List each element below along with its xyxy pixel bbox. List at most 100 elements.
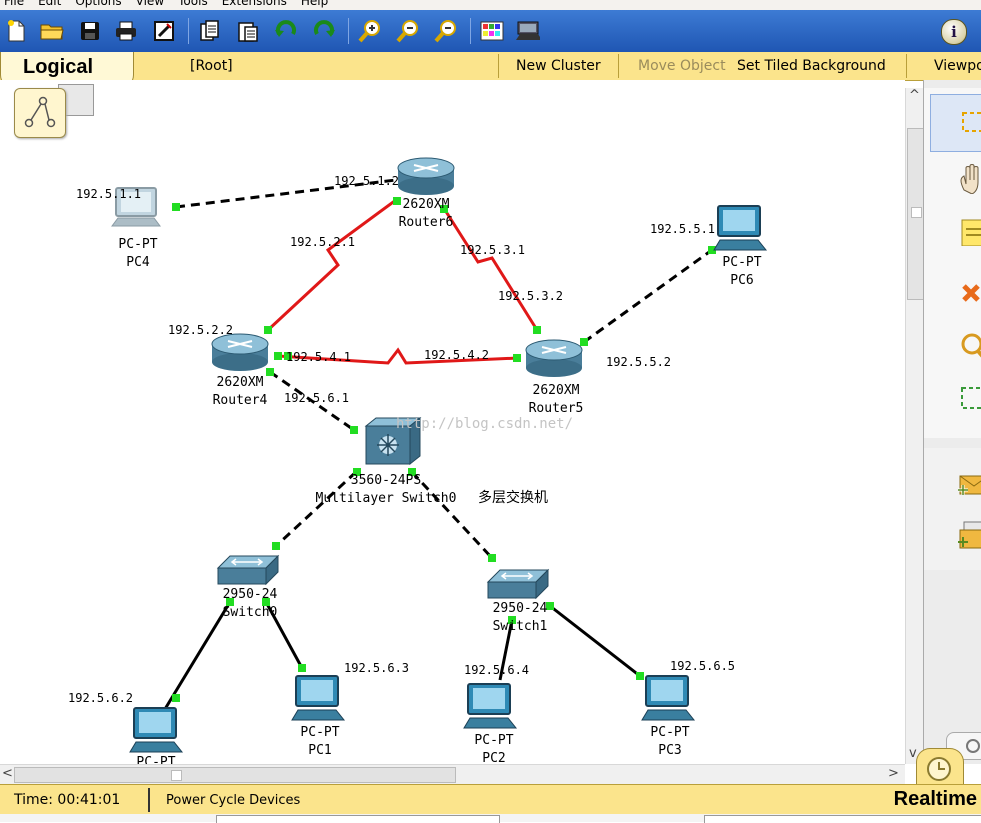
menu-help[interactable]: Help <box>300 0 329 8</box>
open-folder-icon[interactable] <box>40 19 64 43</box>
link-router6-router4[interactable] <box>266 198 397 332</box>
workspace-bar: Logical [Root] New Cluster Move Object S… <box>0 52 981 89</box>
navigation-panel-button[interactable] <box>14 88 66 138</box>
undo-icon[interactable] <box>274 19 298 43</box>
link-router5-pc6[interactable] <box>583 248 713 344</box>
power-cycle-devices-button[interactable]: Power Cycle Devices <box>166 793 301 808</box>
print-icon[interactable] <box>114 19 138 43</box>
pc4-device[interactable] <box>111 187 161 227</box>
redo-icon[interactable] <box>312 19 336 43</box>
pc6-device[interactable] <box>713 205 768 251</box>
add-simple-pdu-icon[interactable] <box>956 470 981 500</box>
multilayer-switch0-device[interactable] <box>364 416 422 466</box>
ip-label-r5-r6: 192.5.3.2 <box>498 289 563 303</box>
router6-name-label: Router6 <box>399 215 454 230</box>
viewport-button[interactable]: Viewpo <box>934 58 981 74</box>
copy-icon[interactable] <box>198 19 222 43</box>
root-breadcrumb[interactable]: [Root] <box>190 58 233 74</box>
router6-model-label: 2620XM <box>403 197 450 212</box>
ip-label-r6-r4: 192.5.2.1 <box>290 235 355 249</box>
new-cluster-button[interactable]: New Cluster <box>516 58 601 74</box>
realtime-mode-tab[interactable] <box>916 748 964 787</box>
ip-label-pc3: 192.5.6.5 <box>670 659 735 673</box>
watermark-text: http://blog.csdn.net/ <box>396 416 573 432</box>
place-note-icon[interactable] <box>956 216 981 246</box>
link-mls-switch0[interactable] <box>274 470 358 548</box>
switch0-name-label: Switch0 <box>223 605 278 620</box>
pc3-device[interactable] <box>641 675 696 721</box>
add-complex-pdu-icon[interactable] <box>956 520 981 550</box>
link-router4-mls[interactable] <box>269 370 355 432</box>
topology-diagram: 2620XM Router6 2620XM Router4 2620XM Rou… <box>68 157 768 764</box>
mls0-model-label: 3560-24PS <box>351 473 421 488</box>
links <box>160 178 713 715</box>
zoom-in-icon[interactable] <box>358 19 382 43</box>
pc1-device[interactable] <box>291 675 346 721</box>
link-router4-router5[interactable] <box>277 347 519 365</box>
link-switch0-pc1[interactable] <box>264 601 304 669</box>
menu-bar: File Edit Options View Tools Extensions … <box>0 0 981 10</box>
set-tiled-background-button[interactable]: Set Tiled Background <box>737 58 886 74</box>
activity-wizard-icon[interactable] <box>152 19 176 43</box>
resize-shape-icon[interactable] <box>956 382 981 412</box>
link-switch1-pc3[interactable] <box>549 604 641 678</box>
zoom-reset-icon[interactable] <box>396 19 420 43</box>
router5-name-label: Router5 <box>529 401 584 416</box>
pc6-name-label: PC6 <box>730 273 753 288</box>
scroll-down-icon[interactable]: v <box>909 746 917 761</box>
pc2-name-label: PC2 <box>482 751 505 764</box>
scroll-up-icon[interactable]: ^ <box>909 88 920 103</box>
mls0-name-label: Multilayer Switch0 <box>316 491 457 506</box>
logical-workspace[interactable]: 2620XM Router6 2620XM Router4 2620XM Rou… <box>0 80 905 764</box>
paste-icon[interactable] <box>236 19 260 43</box>
common-tools-bar <box>923 80 981 764</box>
router4-device[interactable] <box>211 333 269 371</box>
tree-icon <box>24 96 56 128</box>
router5-device[interactable] <box>525 339 583 377</box>
horizontal-scrollbar[interactable]: < > <box>0 764 905 785</box>
scroll-right-icon[interactable]: > <box>888 766 899 781</box>
palette-icon[interactable] <box>480 19 504 43</box>
ip-label-pc1: 192.5.6.3 <box>344 661 409 675</box>
switch0-device[interactable] <box>216 554 280 586</box>
pc4-name-label: PC4 <box>126 255 150 270</box>
move-object-button[interactable]: Move Object <box>638 58 726 74</box>
router6-device[interactable] <box>397 157 455 195</box>
multilayer-switch-annotation[interactable]: 多层交换机 <box>478 489 548 506</box>
realtime-mode-label[interactable]: Realtime <box>893 788 977 810</box>
zoom-out-icon[interactable] <box>434 19 458 43</box>
scroll-left-icon[interactable]: < <box>2 766 13 781</box>
vertical-scrollbar[interactable]: ^ v <box>905 88 924 764</box>
logical-tab[interactable]: Logical <box>0 52 134 89</box>
ip-label-pc6: 192.5.5.1 <box>650 222 715 236</box>
link-router6-router5[interactable] <box>443 209 539 331</box>
save-icon[interactable] <box>78 19 102 43</box>
pdu-list-icon <box>966 739 980 753</box>
link-pc4-router6[interactable] <box>175 178 397 209</box>
ip-label-pc4: 192.5.1.1 <box>76 187 141 201</box>
info-icon[interactable]: i <box>941 19 967 45</box>
pc0-device[interactable] <box>129 707 184 753</box>
menu-options[interactable]: Options <box>75 0 122 8</box>
link-mls-switch1[interactable] <box>410 470 494 560</box>
select-tool-button[interactable] <box>930 94 981 152</box>
pc4-model-label: PC-PT <box>118 237 157 252</box>
menu-edit[interactable]: Edit <box>38 0 62 8</box>
menu-file[interactable]: File <box>4 0 25 8</box>
vertical-scroll-thumb[interactable] <box>907 128 924 300</box>
menu-extensions[interactable]: Extensions <box>221 0 287 8</box>
link-switch1-pc2[interactable] <box>498 619 514 681</box>
select-tool-icon <box>962 112 981 132</box>
custom-device-icon[interactable] <box>516 19 540 43</box>
delete-icon[interactable] <box>956 278 981 308</box>
menu-view[interactable]: View <box>135 0 165 8</box>
switch1-name-label: Switch1 <box>493 619 548 634</box>
inspect-icon[interactable] <box>956 330 981 360</box>
horizontal-scroll-thumb[interactable] <box>14 767 456 783</box>
switch1-device[interactable] <box>486 568 550 600</box>
new-file-icon[interactable] <box>4 19 28 43</box>
menu-tools[interactable]: Tools <box>178 0 208 8</box>
router4-model-label: 2620XM <box>217 375 264 390</box>
pc2-device[interactable] <box>463 683 518 729</box>
move-layout-icon[interactable] <box>956 164 981 194</box>
